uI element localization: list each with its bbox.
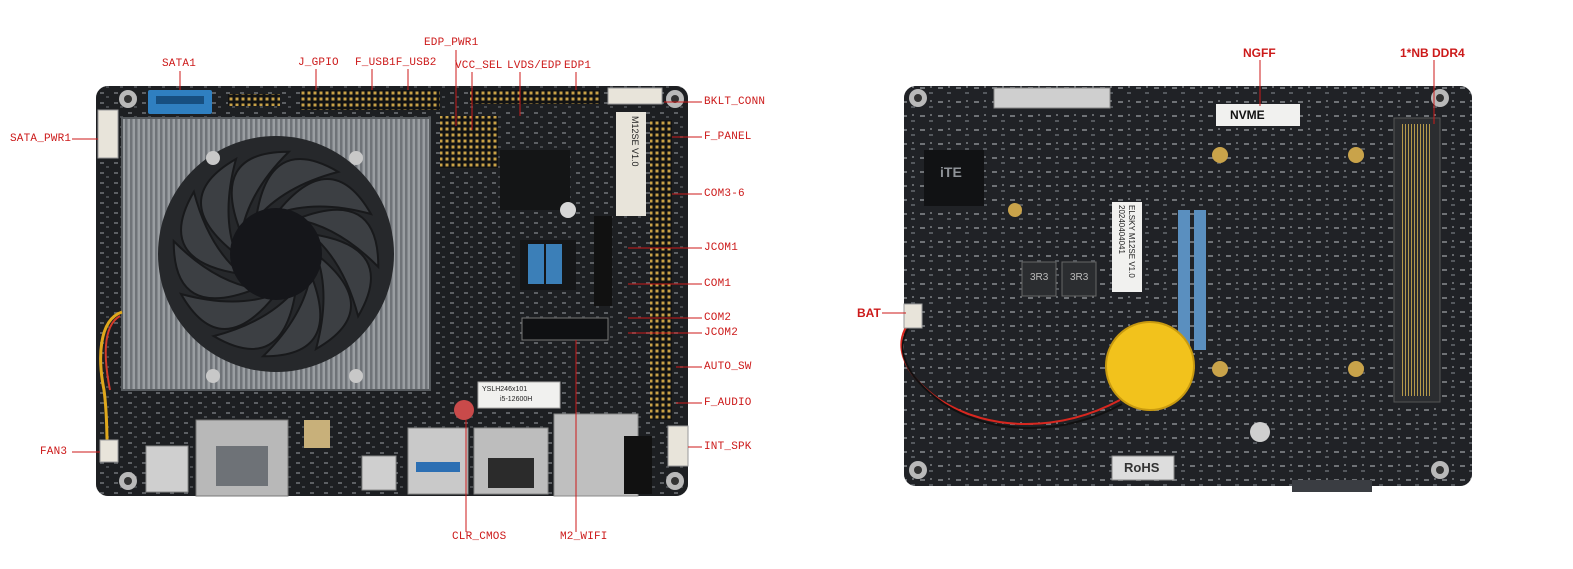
label-f-usb1-usb2: F_USB1F_USB2 (355, 57, 437, 69)
front-board (72, 50, 702, 532)
label-bat: BAT (857, 306, 881, 320)
label-fan3: FAN3 (40, 446, 68, 458)
cmos-battery (1106, 322, 1194, 410)
bat-connector (903, 303, 923, 329)
label-edp1: EDP1 (564, 60, 592, 72)
chip (500, 150, 570, 210)
ite-chip (924, 150, 984, 206)
label-com3-6: COM3-6 (704, 188, 745, 200)
inductor-1-text: 3R3 (1030, 272, 1049, 283)
right-headers (650, 120, 672, 420)
label-com1: COM1 (704, 278, 732, 290)
lvds-header (440, 116, 498, 168)
cpu-sticker-line1: YSLH246x101 (482, 386, 528, 393)
cpu-sticker (477, 381, 561, 409)
back-sticker-line1: ELSKY M12SE V1.0 (1127, 205, 1136, 278)
nvme-label (1216, 104, 1300, 126)
label-int-spk: INT_SPK (704, 441, 752, 453)
label-f-panel: F_PANEL (704, 131, 752, 143)
standoffs (1008, 147, 1364, 377)
label-nb-ddr4: 1*NB DDR4 (1400, 46, 1465, 60)
m2-wifi-slot (521, 317, 609, 341)
model-sticker (616, 112, 646, 216)
rohs-mark (1111, 455, 1175, 481)
header-pins (228, 94, 280, 106)
sata-power-connector (97, 109, 119, 159)
fan3-connector (99, 439, 119, 463)
back-leader-lines (882, 60, 1435, 314)
usb3-port (407, 427, 469, 495)
back-header (993, 87, 1111, 109)
label-f-audio: F_AUDIO (704, 397, 752, 409)
dc-jack (145, 445, 189, 493)
front-leader-lines (72, 50, 702, 532)
bklt-connector (607, 87, 663, 105)
inductor-2-text: 3R3 (1070, 272, 1089, 283)
label-edp-pwr1: EDP_PWR1 (424, 37, 479, 49)
edp-header (470, 90, 600, 104)
label-sata1: SATA1 (162, 58, 197, 70)
label-jcom2: JCOM2 (704, 327, 739, 339)
label-sata-pwr1: SATA_PWR1 (10, 133, 72, 145)
clr-cmos-jumper (454, 400, 474, 420)
label-ngff: NGFF (1243, 46, 1276, 60)
label-lvds-edp: LVDS/EDP (507, 60, 562, 72)
label-vcc-sel: VCC_SEL (455, 60, 503, 72)
board-model-text: M12SE V1.0 (630, 116, 640, 167)
label-bklt-conn: BKLT_CONN (704, 96, 766, 108)
back-sticker-line2: 20240404041 (1117, 205, 1126, 254)
back-board (882, 60, 1472, 492)
label-auto-sw: AUTO_SW (704, 361, 752, 373)
label-clr-cmos: CLR_CMOS (452, 531, 507, 543)
rohs-text: RoHS (1124, 460, 1160, 475)
ite-text: iTE (940, 164, 962, 180)
label-j-gpio: J_GPIO (298, 57, 339, 69)
label-m2-wifi: M2_WIFI (560, 531, 608, 543)
front-mounting-holes (119, 90, 684, 490)
label-jcom1: JCOM1 (704, 242, 739, 254)
usb-c-port (361, 455, 397, 491)
back-mounting-holes (909, 89, 1449, 479)
int-spk-connector (667, 425, 689, 467)
label-com2: COM2 (704, 312, 732, 324)
gpio-usb-headers (300, 90, 440, 110)
heatsink-screws (206, 151, 363, 383)
nvme-text: NVME (1230, 108, 1265, 122)
cpu-sticker-line2: i5-12600H (500, 396, 533, 403)
back-sticker (1112, 202, 1142, 292)
fan-hub (230, 208, 322, 300)
